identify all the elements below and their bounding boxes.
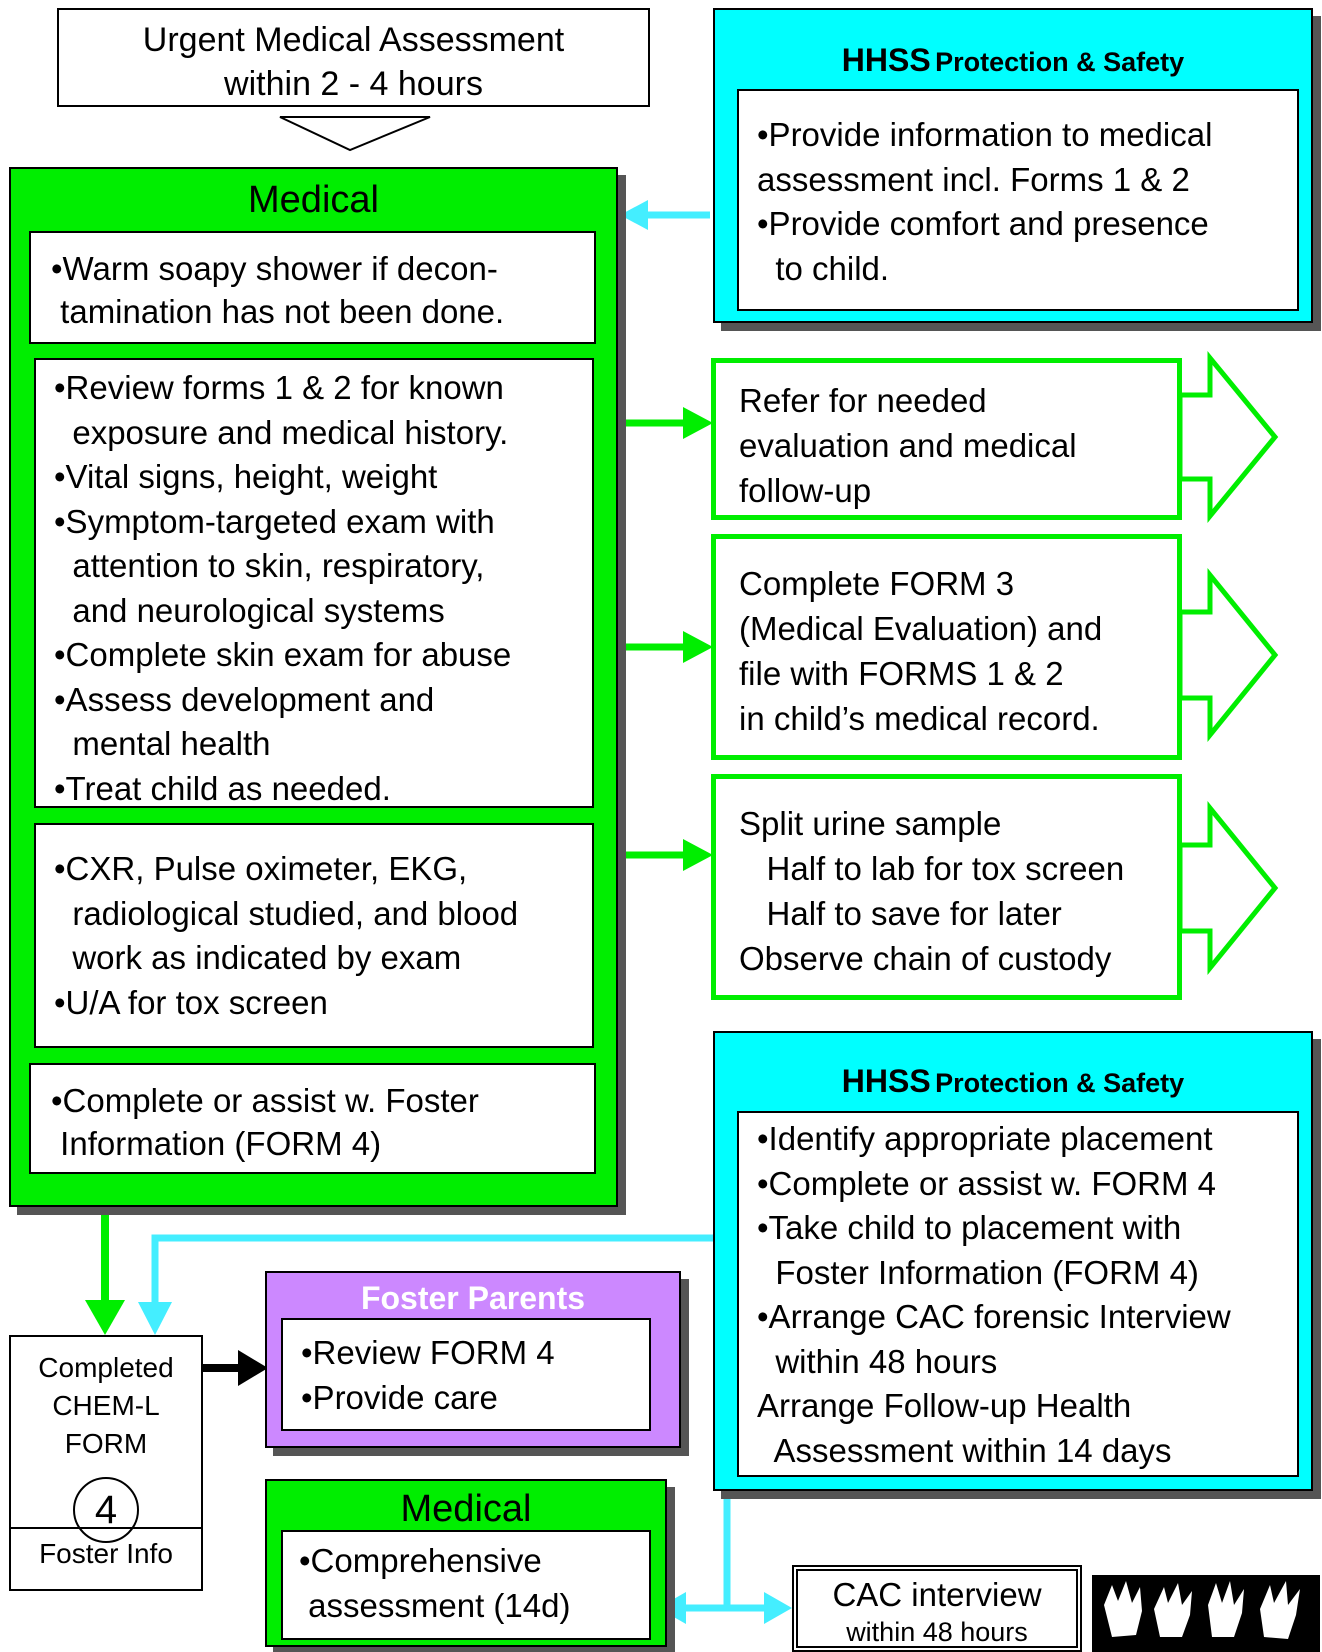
form-card-line: Completed [38,1352,174,1383]
hhss-bottom-title: HHSS Protection & Safety [715,1063,1311,1100]
hhss-top-title-rest: Protection & Safety [935,47,1185,77]
tests-line: •CXR, Pulse oximeter, EKG, [54,850,468,887]
refer-box: Refer for needed evaluation and medical … [711,358,1182,520]
hhss-top-title-bold: HHSS [841,42,931,78]
medical-bottom-line: •Comprehensive [299,1542,542,1579]
hhss-bottom-line: Assessment within 14 days [757,1431,1172,1469]
hhss-top-line: •Provide comfort and presence [757,205,1209,242]
hhss-bottom-line: •Arrange CAC forensic Interview [757,1298,1231,1335]
cac-line2: within 48 hours [846,1617,1028,1647]
hhss-bottom-line: •Identify appropriate placement [757,1120,1213,1157]
hhss-top-box: •Provide information to medical assessme… [737,89,1299,311]
urine-line: Split urine sample [739,805,1002,842]
exam-line: •Symptom-targeted exam with [54,502,495,540]
cyan-arrow-hhss-to-form [151,1234,718,1305]
hhss-bottom-line: •Complete or assist w. FORM 4 [757,1164,1217,1202]
medical-box-shower: •Warm soapy shower if decon- tamination … [29,231,596,344]
refer-line: evaluation and medical [739,427,1077,464]
urgent-line2: within 2 - 4 hours [224,65,483,103]
hand-icon [1154,1583,1192,1637]
green-hollow-arrow-urine [1177,800,1279,976]
medical-title: Medical [248,179,379,221]
shower-line1: •Warm soapy shower if decon- [51,250,498,287]
hands-logo [1092,1575,1320,1652]
form-card-line: FORM [64,1428,148,1459]
medical-bottom-box: •Comprehensive assessment (14d) [281,1530,651,1640]
tests-line: radiological studied, and blood [54,894,519,932]
exam-line: •Review forms 1 & 2 for known [54,369,504,406]
exam-line: attention to skin, respiratory, [54,547,485,584]
foster-info-line1: •Complete or assist w. Foster [51,1082,479,1119]
urine-line: Half to save for later [739,895,1062,932]
foster-parents-title: Foster Parents [360,1280,586,1316]
exam-line: •Assess development and [54,680,435,718]
green-hollow-arrow-form3 [1177,567,1279,743]
hand-icon [1208,1581,1244,1637]
hhss-bottom-line: Foster Information (FORM 4) [757,1253,1199,1291]
shower-line2: tamination has not been done. [51,293,505,330]
urine-line: Half to lab for tox screen [739,850,1125,887]
form3-box: Complete FORM 3 (Medical Evaluation) and… [711,534,1182,760]
form-number-circle: 4 [73,1477,139,1543]
foster-parents-box: •Review FORM 4 •Provide care [281,1318,651,1431]
hand-icon [1104,1581,1142,1637]
form3-line: (Medical Evaluation) and [739,610,1103,647]
cac-box: CAC interview within 48 hours [792,1565,1082,1652]
hhss-top-title: HHSS Protection & Safety [715,42,1311,79]
green-hollow-arrow-refer [1177,351,1279,523]
hhss-top-line: assessment incl. Forms 1 & 2 [757,160,1190,198]
hhss-bottom-box: •Identify appropriate placement •Complet… [737,1111,1299,1477]
exam-line: exposure and medical history. [54,413,509,451]
cac-line1: CAC interview [832,1576,1042,1613]
urine-box: Split urine sample Half to lab for tox s… [711,774,1182,1000]
exam-line: •Vital signs, height, weight [54,458,438,495]
form3-line: Complete FORM 3 [739,565,1015,602]
hhss-bottom-title-rest: Protection & Safety [935,1068,1185,1098]
medical-bottom-title: Medical [400,1488,532,1530]
medical-bottom-line: assessment (14d) [299,1587,571,1624]
urgent-line1: Urgent Medical Assessment [142,21,565,59]
foster-line: •Provide care [301,1379,498,1416]
form-card: Completed CHEM-L FORM 4 Foster Info [9,1335,203,1591]
exam-line: •Treat child as needed. [54,769,391,807]
exam-line: and neurological systems [54,591,445,629]
refer-line: Refer for needed [739,382,987,419]
tests-line: work as indicated by exam [54,939,462,976]
foster-info-line2: Information (FORM 4) [51,1125,382,1162]
form-card-footer: Foster Info [11,1527,201,1593]
foster-line: •Review FORM 4 [301,1334,555,1371]
urgent-assessment-box: Urgent Medical Assessment within 2 - 4 h… [57,8,650,107]
form3-line: in child’s medical record. [739,700,1100,737]
down-arrow-top [279,116,431,152]
refer-line: follow-up [739,472,872,509]
hhss-bottom-line: •Take child to placement with [757,1209,1182,1246]
medical-box-tests: •CXR, Pulse oximeter, EKG, radiological … [34,823,594,1048]
hhss-bottom-title-bold: HHSS [841,1063,931,1099]
urine-line: Observe chain of custody [739,940,1112,977]
hhss-top-line: •Provide information to medical [757,116,1213,153]
tests-line: •U/A for tox screen [54,983,328,1021]
medical-box-exam: •Review forms 1 & 2 for known exposure a… [34,358,594,808]
exam-line: mental health [54,725,271,762]
hhss-top-line: to child. [757,249,890,287]
hhss-bottom-line: within 48 hours [757,1342,998,1380]
form3-line: file with FORMS 1 & 2 [739,655,1064,692]
hand-icon [1260,1581,1300,1639]
form-card-footer-text: Foster Info [39,1538,173,1569]
medical-box-foster-info: •Complete or assist w. Foster Informatio… [29,1063,596,1174]
exam-line: •Complete skin exam for abuse [54,636,512,673]
form-card-lines: Completed CHEM-L FORM [11,1337,201,1463]
hhss-bottom-line: Arrange Follow-up Health [757,1387,1132,1424]
form-card-line: CHEM-L [52,1390,160,1421]
